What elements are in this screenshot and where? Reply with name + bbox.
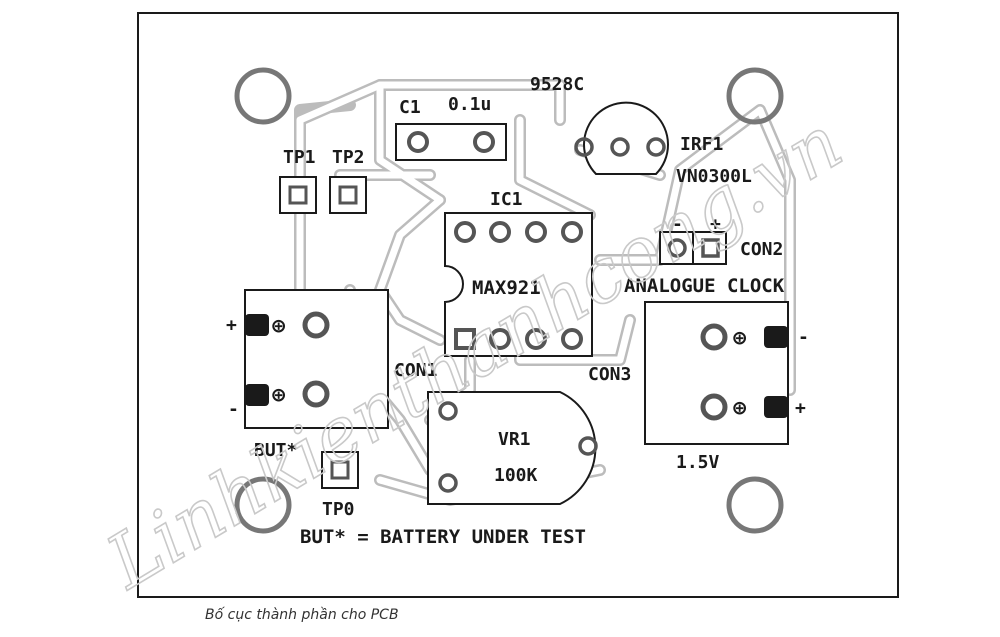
- vr1-value-label: 100K: [494, 465, 538, 486]
- test-point-tp2: [329, 176, 367, 214]
- mounting-holes: [234, 67, 784, 534]
- legend-label: BUT* = BATTERY UNDER TEST: [300, 526, 586, 548]
- con3-terminal-1-symbol: ⊕: [733, 326, 746, 351]
- mounting-hole-bottom-left: [234, 476, 292, 534]
- max921-label: MAX921: [472, 277, 541, 299]
- mounting-hole-top-left: [234, 67, 292, 125]
- tp0-label: TP0: [322, 499, 355, 520]
- con1-plus-label: +: [226, 315, 237, 336]
- irf1-label: IRF1: [680, 134, 723, 155]
- con1-terminal-2-symbol: ⊕: [272, 383, 285, 408]
- analogue-clock-label: ANALOGUE CLOCK: [624, 275, 785, 297]
- voltage-label: 1.5V: [676, 452, 720, 473]
- connector-con2: [659, 231, 727, 265]
- mounting-hole-top-right: [726, 67, 784, 125]
- con2-label: CON2: [740, 239, 783, 260]
- vr1-label: VR1: [498, 429, 531, 450]
- connector-con3: [644, 301, 789, 445]
- part-9528c-label: 9528C: [530, 74, 584, 95]
- con3-terminal-2-symbol: ⊕: [733, 396, 746, 421]
- con3-label: CON3: [588, 364, 631, 385]
- con3-minus-label: -: [798, 327, 809, 348]
- tp2-label: TP2: [332, 147, 365, 168]
- con1-minus-label: -: [228, 399, 239, 420]
- ic1-label: IC1: [490, 189, 523, 210]
- test-point-tp0: [321, 451, 359, 489]
- capacitor-c1: [395, 123, 507, 161]
- but-label: BUT*: [254, 440, 297, 461]
- transistor-irf1: [574, 101, 669, 175]
- con1-terminal-1-symbol: ⊕: [272, 314, 285, 339]
- tp1-label: TP1: [283, 147, 316, 168]
- test-point-tp1: [279, 176, 317, 214]
- mounting-hole-bottom-right: [726, 476, 784, 534]
- con3-plus-label: +: [795, 398, 806, 419]
- con2-plus-label: +: [710, 214, 721, 235]
- connector-con1: [244, 289, 389, 429]
- vn0300l-label: VN0300L: [676, 166, 752, 187]
- figure-caption: Bố cục thành phần cho PCB: [205, 607, 399, 623]
- c1-label: C1: [399, 97, 421, 118]
- con2-minus-label: -: [672, 214, 683, 235]
- c1-value-label: 0.1u: [448, 94, 491, 115]
- ic1-max921-chip: [444, 212, 593, 357]
- trimmer-vr1: [427, 391, 598, 505]
- con1-label: CON1: [394, 360, 437, 381]
